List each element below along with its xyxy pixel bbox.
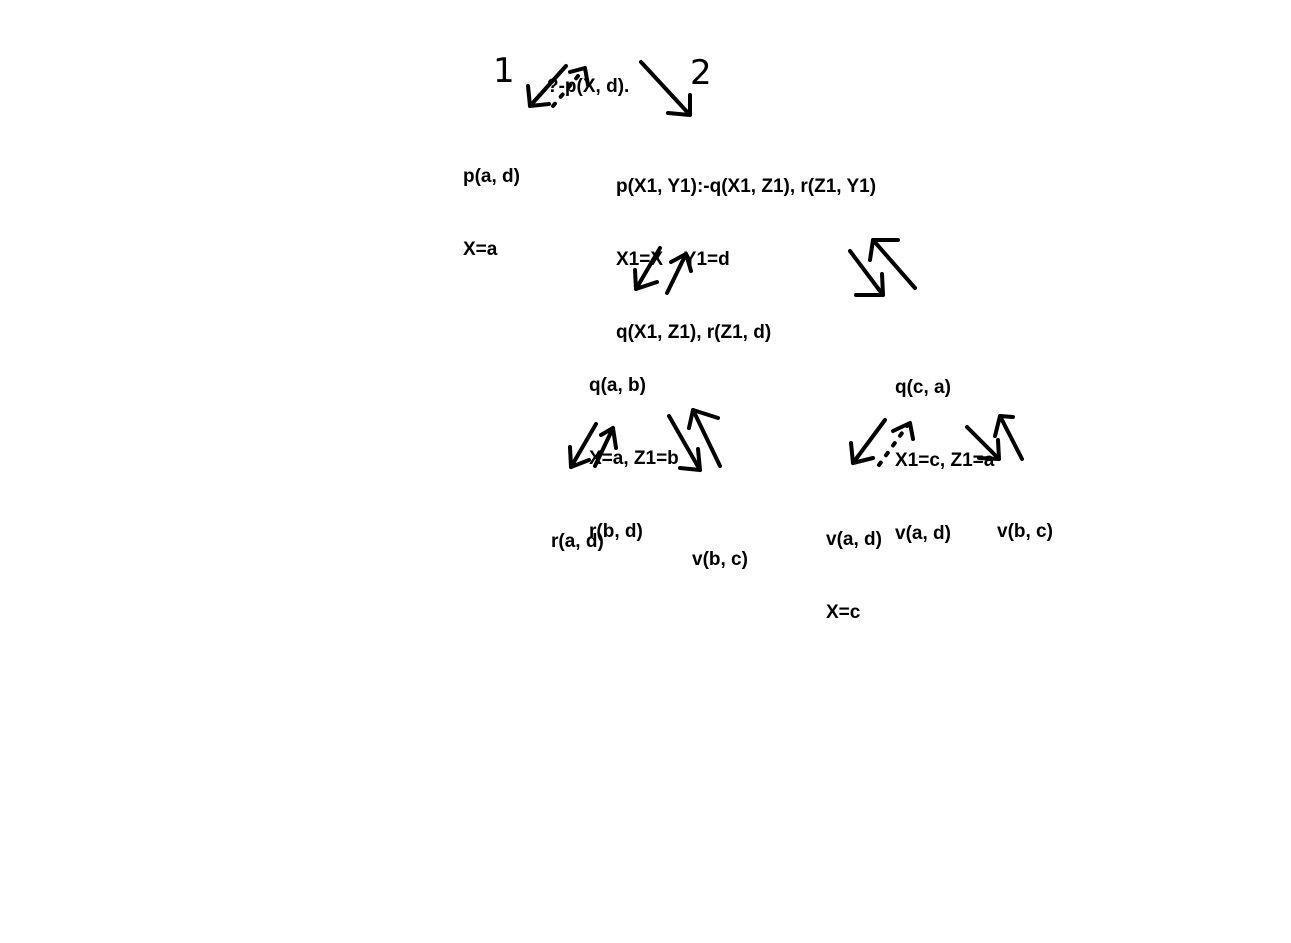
node-line: X1=c, Z1=a bbox=[895, 450, 995, 471]
arrow-rule-to-left bbox=[633, 246, 662, 291]
node-line: v(a, d) bbox=[895, 523, 951, 544]
node-line: q(c, a) bbox=[895, 377, 951, 398]
node-line: v(a, d) bbox=[826, 529, 882, 550]
arrow-root-to-rule bbox=[639, 60, 692, 117]
arrow-right-to-vad bbox=[849, 418, 887, 465]
node-line: q(X1, Z1), r(Z1, d) bbox=[616, 322, 772, 343]
right-child-node: q(c, a) X1=c, Z1=a v(a, d) bbox=[895, 329, 994, 570]
node-line: v(b, c) bbox=[997, 521, 1053, 542]
arrow-fact-to-root-backtrack bbox=[551, 66, 590, 108]
fact-node: p(a, d) X=a bbox=[463, 118, 520, 286]
arrow-rad-to-left bbox=[593, 426, 618, 468]
leaf-v-ad-node: v(a, d) X=c bbox=[826, 481, 882, 649]
root-goal-node: ?-p(X, d). bbox=[547, 28, 629, 123]
rule-node: p(X1, Y1):-q(X1, Z1), r(Z1, Y1) X1=X Y1=… bbox=[616, 128, 876, 369]
branch-label-2: 2 bbox=[690, 53, 712, 93]
leaf-v-bc-right-node: v(b, c) bbox=[997, 473, 1053, 568]
arrow-vad-to-right-backtrack bbox=[877, 421, 915, 467]
arrow-right-to-rule bbox=[868, 238, 917, 290]
arrow-vbc-to-right bbox=[993, 414, 1024, 461]
node-line: X=c bbox=[826, 602, 861, 623]
arrow-vbc-to-left bbox=[687, 408, 722, 468]
left-child-node: q(a, b) X=a, Z1=b r(b, d) bbox=[589, 327, 679, 568]
node-line: r(a, d) bbox=[551, 531, 604, 552]
arrow-right-to-vbc bbox=[965, 425, 1001, 461]
arrow-left-to-rad bbox=[568, 422, 598, 469]
node-line: p(a, d) bbox=[463, 166, 520, 187]
branch-label-1: 1 bbox=[493, 51, 515, 91]
leaf-v-bc-left-node: v(b, c) bbox=[692, 501, 748, 596]
arrow-root-to-fact bbox=[526, 64, 568, 108]
arrow-rule-to-right bbox=[848, 249, 885, 297]
arrow-left-to-vbc bbox=[667, 414, 702, 472]
root-goal-text: ?-p(X, d). bbox=[547, 76, 630, 97]
node-line: r(b, d) bbox=[589, 521, 643, 542]
node-line: v(b, c) bbox=[692, 549, 748, 570]
node-line: p(X1, Y1):-q(X1, Z1), r(Z1, Y1) bbox=[616, 176, 877, 197]
node-line: q(a, b) bbox=[589, 375, 646, 396]
arrow-left-to-rule bbox=[665, 252, 693, 295]
node-line: X=a bbox=[463, 239, 498, 260]
node-line: X1=X Y1=d bbox=[616, 249, 730, 270]
node-line: X=a, Z1=b bbox=[589, 448, 679, 469]
leaf-r-ad-node: r(a, d) bbox=[551, 483, 604, 578]
